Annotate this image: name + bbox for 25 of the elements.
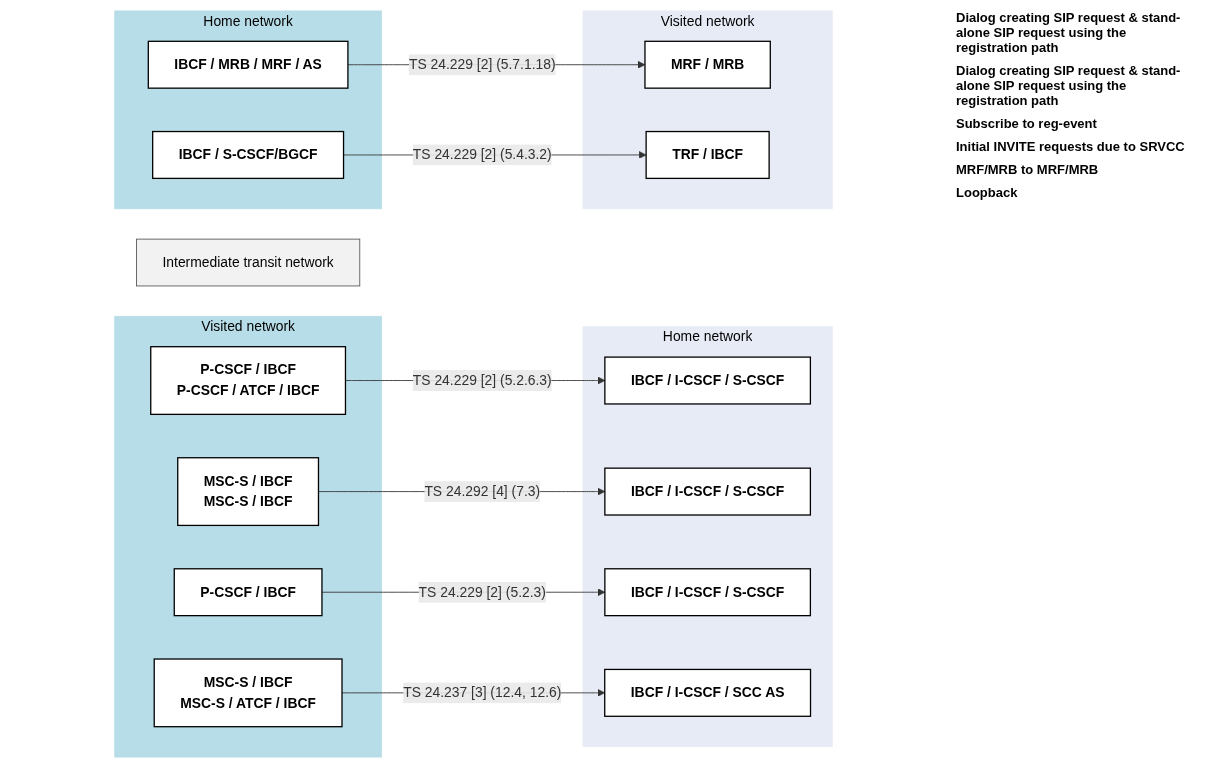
note-text: Subscribe to reg-event — [956, 116, 1098, 131]
edge-label: TS 24.229 [2] (5.2.6.3) — [412, 372, 552, 387]
edge-label: TS 24.229 [2] (5.7.1.18) — [408, 56, 556, 72]
node-box: IBCF / I-CSCF / SCC AS — [603, 668, 811, 717]
node-box: IBCF / I-CSCF / S-CSCF — [603, 567, 811, 616]
node-box: IBCF / MRB / MRF / AS — [147, 40, 349, 89]
edge-label: TS 24.237 [3] (12.4, 12.6) — [402, 684, 561, 700]
node-box: IBCF / I-CSCF / S-CSCF — [603, 355, 811, 405]
note-text: Dialog creating SIP request & stand-alone SIP request using the registration path — [956, 63, 1182, 108]
node-box: MRF / MRB — [643, 40, 771, 89]
edge-label: TS 24.292 [4] (7.3) — [423, 483, 540, 499]
node-box: TRF / IBCF — [645, 130, 770, 179]
note-text: Initial INVITE requests due to SRVCC — [956, 139, 1186, 154]
note-text: MRF/MRB to MRF/MRB — [956, 162, 1100, 177]
node-box: IBCF / I-CSCF / S-CSCF — [603, 467, 811, 516]
edge-label: TS 24.229 [2] (5.4.3.2) — [412, 146, 552, 162]
node-box: MSC-S / IBCF MSC-S / IBCF — [176, 456, 319, 526]
node-box: Intermediate transit network — [135, 238, 360, 286]
node-box: IBCF / S-CSCF/BGCF — [151, 130, 344, 179]
edge-label: TS 24.229 [2] (5.2.3) — [418, 583, 546, 599]
node-box: P-CSCF / IBCF — [173, 567, 323, 616]
node-box: P-CSCF / IBCF P-CSCF / ATCF / IBCF — [149, 345, 346, 415]
note-text: Loopback — [956, 185, 1019, 200]
node-box: MSC-S / IBCF MSC-S / ATCF / IBCF — [153, 657, 343, 727]
note-text: Dialog creating SIP request & stand-alone SIP request using the registration path — [956, 10, 1182, 55]
